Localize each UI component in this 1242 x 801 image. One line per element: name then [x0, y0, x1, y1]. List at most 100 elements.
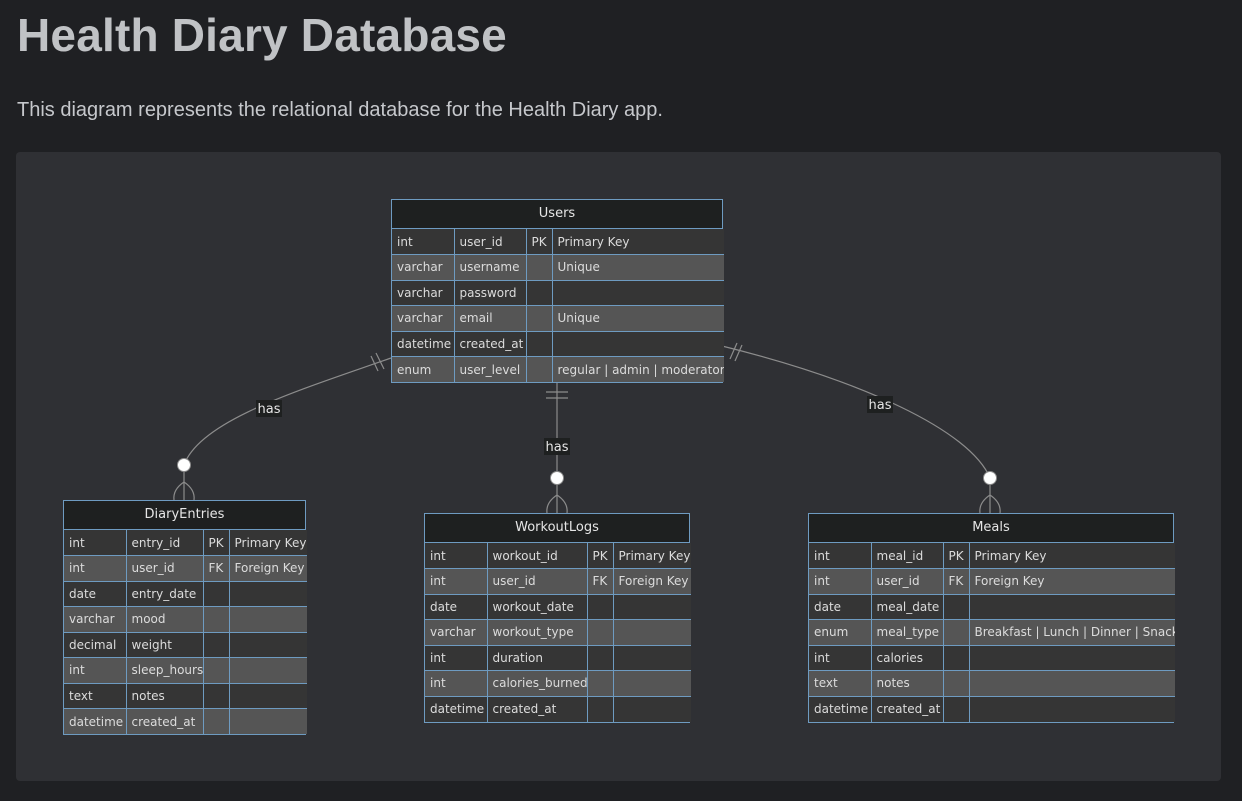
- attr-type: int: [425, 670, 488, 697]
- attr-name: user_id: [487, 568, 588, 595]
- attr-type: varchar: [392, 254, 455, 281]
- attr-type: datetime: [392, 331, 455, 357]
- attr-key: PK: [943, 543, 970, 569]
- attr-name: created_at: [871, 696, 944, 722]
- attr-comment: [969, 594, 1175, 620]
- attr-type: varchar: [64, 606, 127, 633]
- attr-comment: [229, 708, 307, 734]
- attr-comment: [969, 670, 1175, 697]
- attr-type: int: [809, 568, 872, 595]
- attr-type: int: [425, 568, 488, 595]
- edge-users-diary-zero-circle: [177, 458, 191, 472]
- attr-comment: [969, 696, 1175, 722]
- attr-key: PK: [587, 543, 614, 569]
- attr-type: date: [809, 594, 872, 620]
- attr-comment: Primary Key: [969, 543, 1175, 569]
- attr-type: decimal: [64, 632, 127, 658]
- attr-name: email: [454, 305, 527, 332]
- attr-type: datetime: [809, 696, 872, 722]
- attr-name: password: [454, 280, 527, 306]
- edge-users-diary-onemark: [370, 352, 385, 372]
- attr-name: user_id: [871, 568, 944, 595]
- attr-key: [203, 606, 230, 633]
- attr-type: datetime: [425, 696, 488, 722]
- attr-name: created_at: [487, 696, 588, 722]
- attr-comment: [229, 657, 307, 684]
- attr-name: notes: [126, 683, 204, 709]
- attr-type: int: [425, 645, 488, 671]
- entity-title: Meals: [809, 514, 1173, 543]
- attr-key: [943, 645, 970, 671]
- attr-key: [203, 708, 230, 734]
- attr-comment: [613, 696, 691, 722]
- attr-key: FK: [203, 555, 230, 582]
- attr-name: mood: [126, 606, 204, 633]
- attr-comment: Foreign Key: [613, 568, 691, 595]
- attr-name: meal_type: [871, 619, 944, 646]
- attr-key: FK: [943, 568, 970, 595]
- attr-comment: Unique: [552, 305, 724, 332]
- attr-key: [203, 683, 230, 709]
- attr-comment: Primary Key: [229, 530, 307, 556]
- attr-type: date: [64, 581, 127, 607]
- attr-comment: regular | admin | moderator: [552, 356, 724, 382]
- attr-key: [203, 657, 230, 684]
- attr-comment: [229, 683, 307, 709]
- attr-name: created_at: [454, 331, 527, 357]
- attr-key: [587, 670, 614, 697]
- attr-type: int: [809, 543, 872, 569]
- attr-key: [943, 619, 970, 646]
- edge-users-meals: [721, 345, 991, 479]
- attr-comment: [969, 645, 1175, 671]
- attr-key: [587, 594, 614, 620]
- edge-users-meals-zero-circle: [983, 471, 997, 485]
- attr-key: [203, 632, 230, 658]
- attr-name: workout_date: [487, 594, 588, 620]
- attr-name: meal_date: [871, 594, 944, 620]
- attr-type: varchar: [392, 305, 455, 332]
- attr-name: sleep_hours: [126, 657, 204, 684]
- attr-comment: Breakfast | Lunch | Dinner | Snack: [969, 619, 1175, 646]
- attr-type: enum: [809, 619, 872, 646]
- attr-key: [943, 670, 970, 697]
- attr-type: int: [64, 555, 127, 582]
- attr-key: [526, 280, 553, 306]
- attr-name: user_id: [454, 229, 527, 255]
- attr-comment: Foreign Key: [969, 568, 1175, 595]
- attr-name: username: [454, 254, 527, 281]
- attr-key: [526, 254, 553, 281]
- attr-name: workout_type: [487, 619, 588, 646]
- attr-key: PK: [203, 530, 230, 556]
- edge-label-users-workouts: has: [546, 440, 569, 455]
- edge-users-diary: [183, 357, 392, 466]
- attr-key: [587, 696, 614, 722]
- attr-type: int: [392, 229, 455, 255]
- attr-comment: Foreign Key: [229, 555, 307, 582]
- attr-comment: [552, 280, 724, 306]
- attr-comment: [229, 606, 307, 633]
- attr-comment: [613, 594, 691, 620]
- attr-key: [526, 331, 553, 357]
- attr-key: FK: [587, 568, 614, 595]
- attr-type: varchar: [425, 619, 488, 646]
- attr-name: weight: [126, 632, 204, 658]
